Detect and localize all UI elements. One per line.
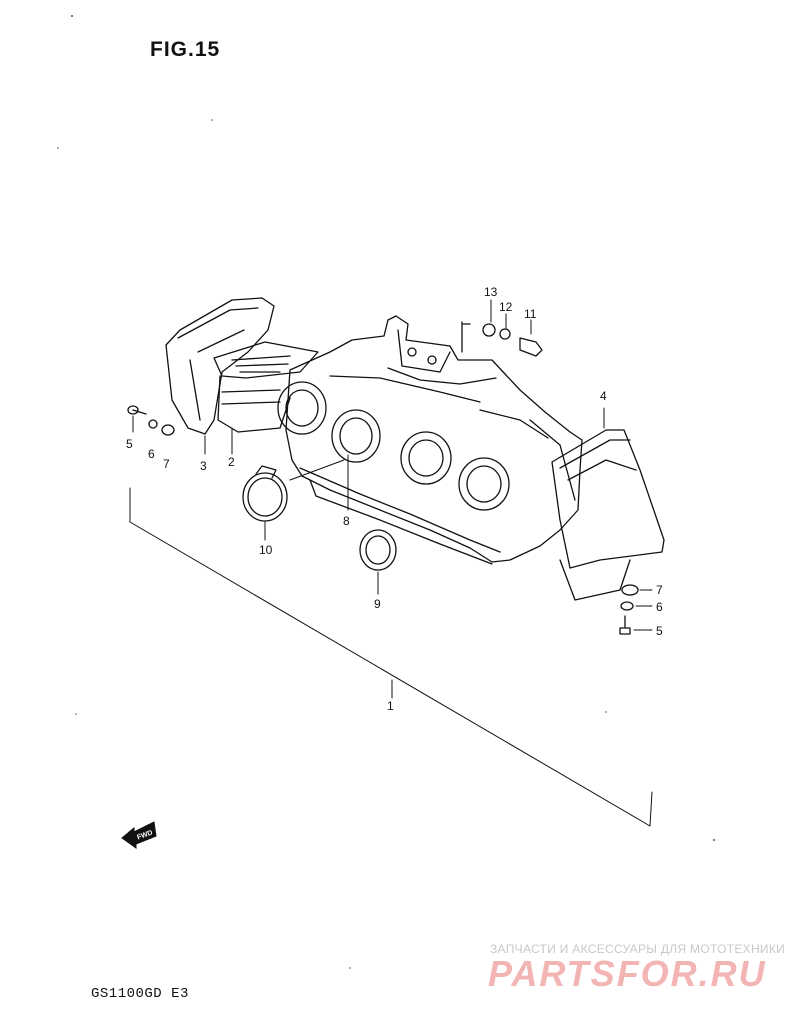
watermark-logo: PARTSFOR.RU [488, 953, 767, 994]
scan-specks [57, 15, 715, 969]
callout-5-right: 5 [656, 624, 663, 638]
part-callouts: 1 2 3 4 5 6 7 5 6 7 8 9 10 11 12 13 [126, 285, 663, 713]
callout-5-left: 5 [126, 437, 133, 451]
callout-2: 2 [228, 455, 235, 469]
callout-6-left: 6 [148, 447, 155, 461]
fwd-arrow: FWD [121, 821, 157, 849]
part-9-rubber-ring [359, 529, 397, 571]
figure-title: FIG.15 [150, 38, 221, 61]
part-2-air-filter [213, 341, 319, 433]
callout-7-right: 7 [656, 583, 663, 597]
top-mounting-hardware [482, 323, 543, 357]
right-mounting-hardware [619, 584, 639, 635]
callout-6-right: 6 [656, 600, 663, 614]
part-10-hose-clamp [242, 465, 288, 522]
part-8-intake-boots [277, 381, 510, 511]
callout-11: 11 [524, 307, 537, 321]
callout-1: 1 [387, 699, 394, 713]
callout-4: 4 [600, 389, 607, 403]
callout-9: 9 [374, 597, 381, 611]
part-1-air-cleaner-case [285, 315, 583, 565]
watermark-tagline: ЗАПЧАСТИ И АКСЕССУАРЫ ДЛЯ МОТОТЕХНИКИ [490, 942, 786, 956]
callout-12: 12 [499, 300, 513, 314]
callout-7-left: 7 [163, 457, 170, 471]
callout-10: 10 [259, 543, 273, 557]
part-4-intake-duct [551, 429, 665, 601]
left-mounting-hardware [127, 405, 175, 436]
callout-13: 13 [484, 285, 498, 299]
leader-lines [129, 299, 653, 827]
model-code: GS1100GD E3 [91, 986, 189, 1002]
callout-8: 8 [343, 514, 350, 528]
callout-3: 3 [200, 459, 207, 473]
part-3-intake-cover [165, 297, 275, 435]
